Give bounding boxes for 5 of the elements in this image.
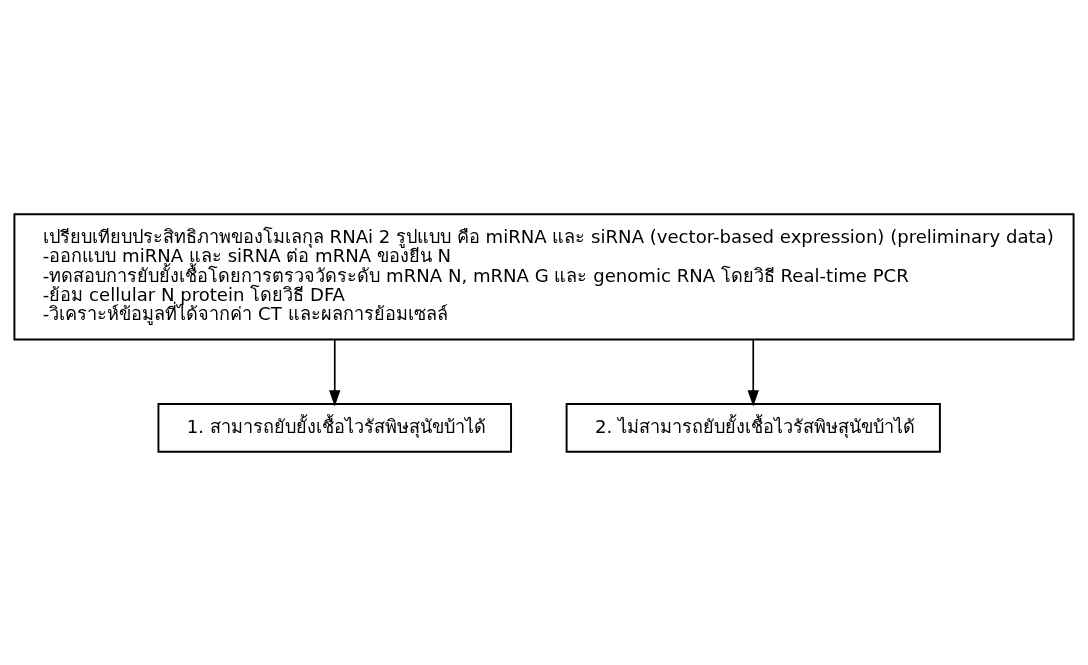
node-box: 1. สามารถยับยั้งเชื้อไวรัสพิษสุนัขบ้าได้: [157, 402, 513, 453]
node-box: เปรียบเทียบประสิทธิภาพของโมเลกุล RNAi 2 รูปแบบ คือ miRNA และ siRNA (vector-based expression) (preliminary data) -ออกแบบ miRNA และ siRNA ต่อ mRNA ของยีน N -ทดสอบการยับยั้งเชื้อโดยการตรวจวัดระดับ mRNA N, mRNA G และ genomic RNA โดยวิธี Real-time PCR -ย้อม cellular N protein โดยวิธี DFA -วิเคราะห์ข้อมูลที่ได้จากค่า CT และผลการย้อมเซลล์: [13, 212, 1075, 340]
node-box: 2. ไม่สามารถยับยั้งเชื้อไวรัสพิษสุนัขบ้าได้: [565, 402, 941, 453]
arrow: [747, 338, 759, 406]
arrow: [329, 338, 341, 406]
